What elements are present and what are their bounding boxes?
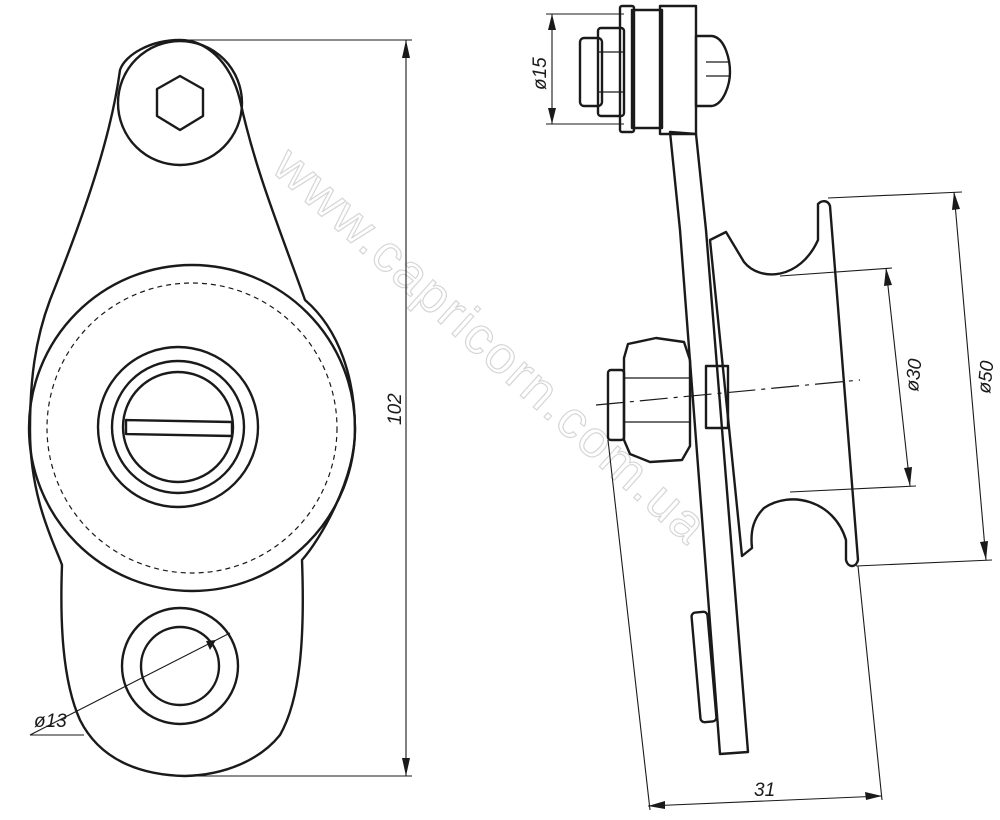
bolt-arrow-bottom: [548, 108, 556, 124]
width-ext-right: [857, 565, 883, 801]
hex-socket-icon: [155, 74, 205, 132]
top-spacer: [630, 8, 664, 130]
center-bearing: [704, 364, 730, 430]
width-arrow-right: [865, 792, 882, 800]
pulley-ext-bottom: [855, 559, 993, 567]
top-washer: [618, 4, 636, 134]
overall-length-label: 102: [385, 393, 406, 425]
pulley-outer-circle: [27, 263, 357, 593]
groove-diameter-label: ø30: [902, 357, 926, 392]
hole-diameter-leader: [29, 632, 231, 736]
center-washer: [606, 368, 626, 442]
front-view: ø13 102: [27, 38, 412, 778]
groove-arrow-bottom: [904, 467, 912, 486]
center-nut: [622, 336, 692, 464]
lower-hole-circle: [139, 625, 221, 707]
groove-arrow-top: [884, 268, 892, 286]
hub-inner-circle: [110, 359, 246, 495]
length-arrow-bottom: [402, 758, 410, 776]
hole-dim-arrow: [206, 640, 216, 650]
watermark-text: www.capricorn.com.ua: [261, 135, 719, 556]
pulley-rim-line: [725, 231, 745, 263]
top-nut-outer: [578, 36, 604, 108]
bolt-slot: [124, 418, 234, 438]
top-nut-body: [596, 26, 626, 118]
groove-dim-line: [885, 267, 911, 487]
pulley-arrow-bottom: [980, 541, 988, 560]
top-bolt-head: [694, 34, 732, 108]
width-ext-left: [607, 439, 651, 811]
length-arrow-top: [402, 40, 410, 58]
pulley-dim-line: [953, 191, 987, 561]
overall-width-label: 31: [754, 780, 775, 801]
bolt-head-circle: [121, 370, 235, 484]
width-arrow-left: [648, 801, 665, 809]
centre-line: [595, 379, 861, 406]
hub-outer-circle: [96, 345, 260, 509]
pulley-pitch-circle: [46, 282, 338, 574]
bolt-diameter-label: ø15: [530, 57, 551, 90]
width-dim-line: [647, 795, 883, 807]
arm-plate: [668, 130, 750, 756]
upper-boss-circle: [116, 39, 244, 167]
hole-diameter-label: ø13: [34, 711, 67, 732]
pulley-profile: [708, 200, 860, 568]
top-plate-head: [658, 4, 698, 136]
pulley-arrow-top: [952, 192, 960, 210]
pulley-diameter-label: ø50: [974, 359, 998, 394]
arm-lower-slot: [690, 610, 718, 724]
side-view: ø15 ø30 ø50 31: [530, 4, 998, 811]
groove-ext-top: [779, 267, 893, 277]
groove-ext-bottom: [789, 485, 917, 493]
lower-boss-circle: [120, 606, 240, 726]
bolt-arrow-top: [548, 14, 556, 30]
pulley-ext-top: [827, 191, 963, 199]
